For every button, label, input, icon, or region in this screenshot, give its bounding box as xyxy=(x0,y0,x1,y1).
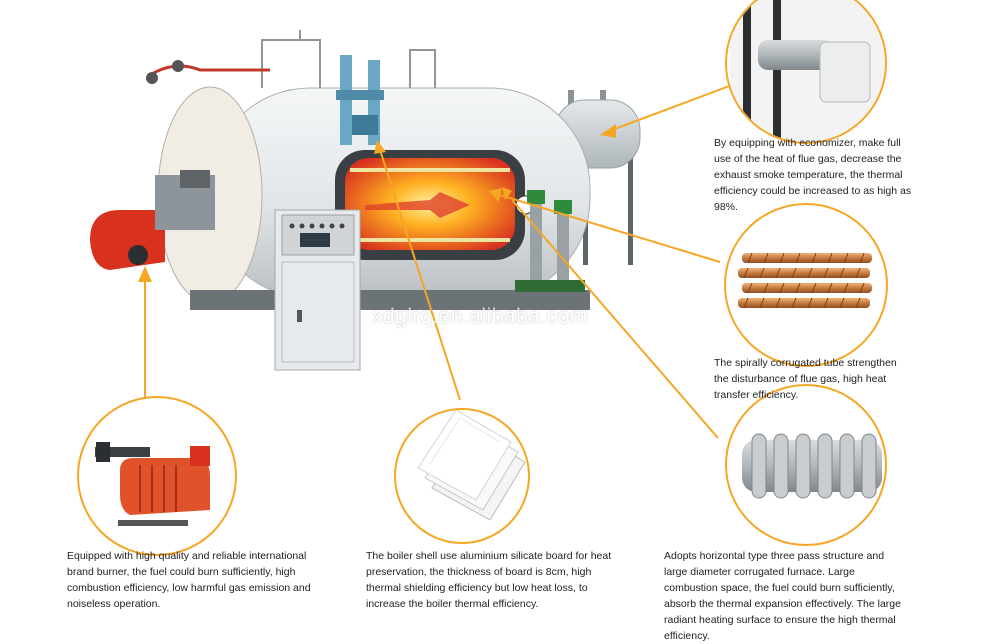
burner-detail-circle xyxy=(77,396,237,556)
corrugated-tube-caption: The spirally corrugated tube strengthen … xyxy=(714,357,897,401)
insulation-board-detail-circle xyxy=(394,408,530,544)
top-piping xyxy=(261,30,436,88)
corrugated-tube-detail-circle xyxy=(724,203,888,367)
corrugated-furnace-caption: Adopts horizontal type three pass struct… xyxy=(664,550,901,642)
callout-lines xyxy=(144,84,733,439)
burner-caption: Equipped with high quality and reliable … xyxy=(67,550,311,610)
callout-arrowheads xyxy=(138,124,616,282)
control-panel xyxy=(274,209,361,371)
valve-assembly xyxy=(146,55,384,145)
feed-pumps xyxy=(515,190,585,292)
corrugated-furnace-detail-circle xyxy=(725,384,887,546)
burner xyxy=(90,170,215,270)
economizer-detail-circle xyxy=(725,0,887,144)
insulation-board-caption: The boiler shell use aluminium silicate … xyxy=(366,550,612,610)
economizer-caption: By equipping with economizer, make full … xyxy=(714,137,912,213)
watermark-text: xdglrq.en.alibaba.com xyxy=(372,305,588,328)
furnace-cutaway xyxy=(335,150,535,260)
